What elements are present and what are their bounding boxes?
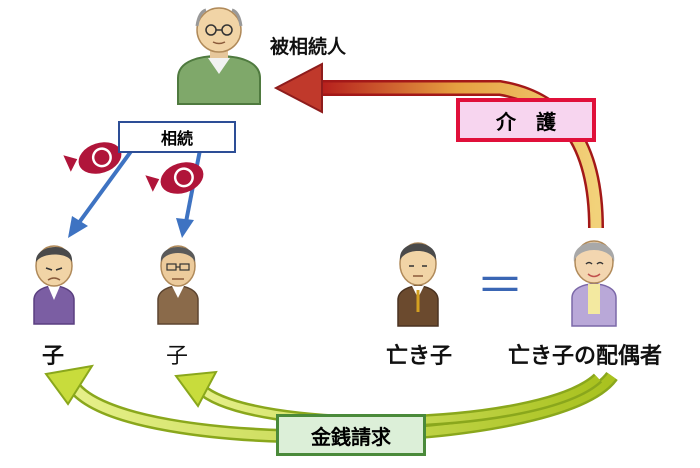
child-man-glasses-icon — [157, 245, 199, 325]
child-1-label: 子 — [42, 344, 65, 369]
child-2-label: 子 — [166, 344, 189, 369]
old-man-icon — [177, 7, 261, 105]
yen-bag-icon — [63, 142, 122, 174]
equals-sign: ＝ — [476, 258, 525, 314]
deceased-child-label: 亡き子 — [386, 344, 453, 369]
child-man-sad-icon — [33, 245, 75, 325]
inheritance-box: 相続 — [118, 121, 236, 153]
money-claim-box: 金銭請求 — [276, 414, 426, 456]
yen-bag-icon — [145, 162, 204, 194]
inheritance-arrows — [68, 148, 202, 238]
spouse-label: 亡き子の配偶者 — [508, 344, 663, 369]
deceased-child-icon — [397, 242, 439, 327]
care-box: 介 護 — [456, 98, 596, 142]
care-arrow — [273, 62, 604, 229]
deceased-label: 被相続人 — [270, 36, 347, 58]
elderly-woman-icon — [571, 240, 617, 327]
